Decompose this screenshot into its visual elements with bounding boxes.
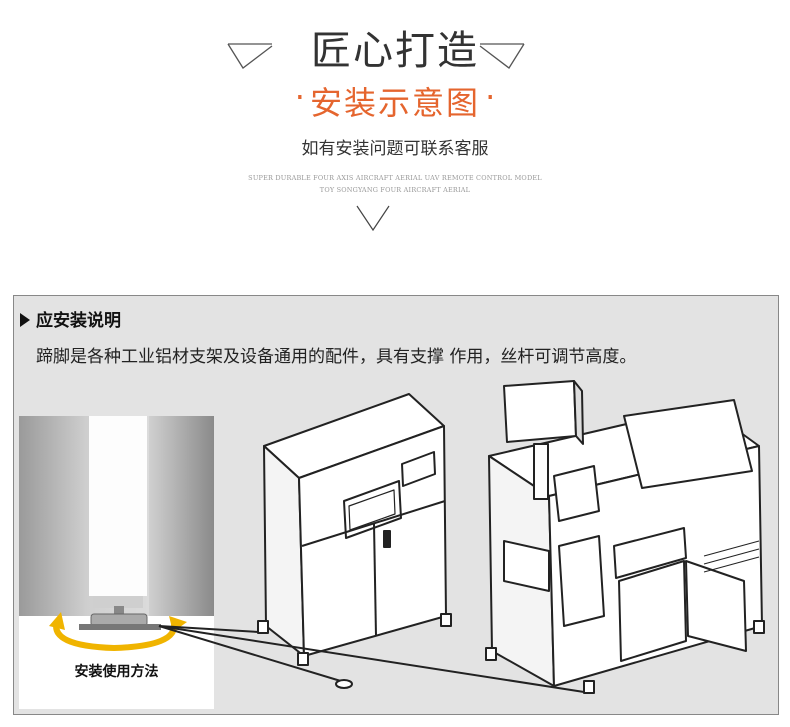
panel-heading-text: 应安装说明 [36,311,121,331]
header: 匠心打造 · 安装示意图 · 如有安装问题可联系客服 SUPER DURABLE… [0,0,790,250]
page-subtitle: 安装示意图 [309,84,480,122]
title-right-bracket [479,43,525,69]
panel-description: 蹄脚是各种工业铝材支架及设备通用的配件，具有支撑 作用，丝杆可调节高度。 [36,347,637,367]
page-title: 匠心打造 [311,28,479,74]
rotate-arrow-icon [53,620,178,652]
panel-heading: 应安装说明 [20,306,121,331]
chevron-down-icon [356,205,390,232]
pointer-line-2 [158,625,345,683]
header-decorations [227,43,525,232]
pointer-line-1 [158,625,260,633]
english-tagline-2: TOY SONGYANG FOUR AIRCRAFT AERIAL [319,186,471,194]
leveling-foot-illustration [19,416,214,652]
title-left-bracket [227,43,273,69]
equipment-drawing [158,380,765,694]
leveling-foot-photo: 安装使用方法 [19,416,214,709]
pointer-line-3 [158,625,585,693]
photo-caption: 安装使用方法 [74,664,159,680]
subtitle-dot-right: · [485,78,496,116]
english-tagline-1: SUPER DURABLE FOUR AXIS AIRCRAFT AERIAL … [248,174,542,182]
service-note: 如有安装问题可联系客服 [301,139,489,159]
subtitle-dot-left: · [294,78,305,116]
cabinet-a-side [263,445,305,657]
triangle-right-icon [20,313,30,327]
foot-post [89,416,147,596]
install-panel: 应安装说明 蹄脚是各种工业铝材支架及设备通用的配件，具有支撑 作用，丝杆可调节高… [13,295,779,715]
